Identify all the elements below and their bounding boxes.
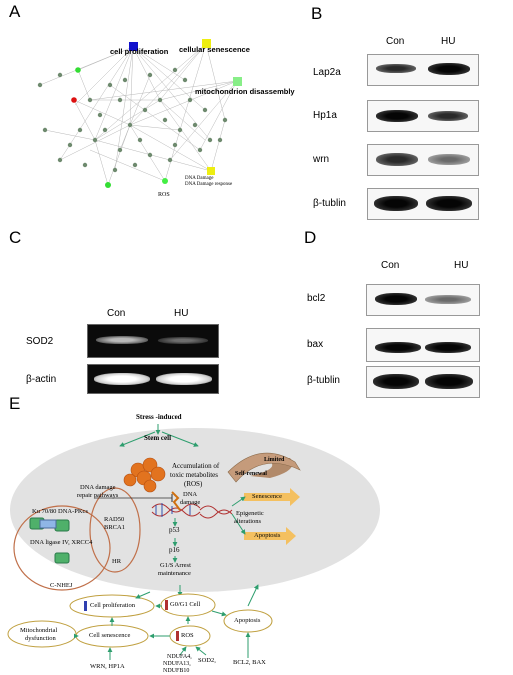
band-hu	[156, 373, 212, 385]
panel-d-row-label: β-tublin	[307, 375, 340, 386]
epigenetic-label-2: alterations	[234, 518, 262, 525]
ndufa-label-3: NDUFB10	[163, 668, 190, 674]
band-con	[94, 373, 150, 385]
accumulation-label-1: Accumulation of	[172, 462, 220, 470]
panel-c-letter: C	[9, 228, 22, 247]
epigenetic-label-1: Epigenetic	[236, 510, 264, 517]
panel-b-lane-con: Con	[386, 36, 405, 47]
panel-b-blot-lap2a	[367, 54, 479, 86]
accumulation-label-3: (ROS)	[184, 480, 203, 488]
accumulation-label-2: toxic metabolites	[170, 471, 219, 479]
panel-e-letter: E	[9, 394, 21, 413]
panel-d-letter: D	[304, 228, 317, 247]
hub-label-dna-damage-response: DNA Damage response	[185, 182, 233, 187]
panel-b-lane-hu: HU	[441, 36, 456, 47]
g0g1-node: G0/G1 Cell	[170, 601, 201, 608]
band-hu	[425, 374, 473, 389]
cell-senescence-node: Cell senescence	[89, 632, 131, 639]
limited-label: Limited	[264, 457, 285, 463]
cell-proliferation-node: Cell proliferation	[90, 602, 135, 609]
rad50-label: RAD50	[104, 516, 125, 523]
stress-induced-label: Stress -induced	[136, 413, 182, 421]
hub-label-cellular-senescence: cellular senescence	[179, 45, 250, 54]
panel-d-row-label: bax	[307, 339, 324, 350]
band-con	[376, 64, 416, 73]
pathway-diagram	[7, 424, 380, 660]
mito-label-1: Mitochondrial	[20, 627, 58, 634]
dna-damage-label-1: DNA	[183, 491, 198, 498]
bcl2-label: BCL2, BAX	[233, 659, 266, 666]
repair-label-1: DNA damage	[80, 484, 116, 491]
wrn-label: WRN, HP1A	[90, 663, 125, 670]
ndufa-label-1: NDUFA4,	[167, 654, 192, 660]
mito-label-2: dysfunction	[25, 635, 56, 642]
panel-b-row-label: wrn	[313, 154, 330, 165]
band-con	[375, 293, 417, 305]
cnhej-label: C-NHEJ	[50, 582, 73, 589]
panel-c-row-label: SOD2	[26, 336, 54, 347]
panel-d-row-label: bcl2	[307, 293, 326, 304]
panel-c-row-label: β-actin	[26, 374, 57, 385]
ndufa-label-2: NDUFA13,	[163, 661, 191, 667]
network-diagram	[37, 39, 242, 188]
panel-b-blot-wrn	[367, 144, 479, 176]
apoptosis-label: Apoptosis	[254, 532, 281, 539]
sod2-label: SOD2,	[198, 657, 216, 664]
band-hu	[428, 63, 470, 75]
apoptosis-node: Apoptosis	[234, 617, 261, 624]
panel-b-blot-tublin	[367, 188, 479, 220]
band-con	[373, 374, 419, 389]
panel-d-lane-con: Con	[381, 260, 400, 271]
repair-label-2: repair pathways	[77, 492, 119, 499]
stem-cell-label: Stem cell	[144, 434, 172, 442]
panel-b-row-label: β-tublin	[313, 198, 346, 209]
band-con	[375, 342, 421, 353]
panel-d-blot-bcl2	[366, 284, 480, 316]
panel-b-row-label: Lap2a	[313, 67, 341, 78]
hub-label-dna-damage: DNA Damage	[185, 176, 214, 181]
panel-b-row-label: Hp1a	[313, 110, 337, 121]
panel-d-lane-hu: HU	[454, 260, 469, 271]
panel-a-letter: A	[9, 2, 21, 21]
panel-c-gel-actin	[87, 364, 219, 394]
self-renewal-label: Self-renewal	[235, 471, 267, 477]
panel-b-blot-hp1a	[367, 100, 479, 132]
band-hu	[426, 196, 472, 211]
arrest-label-2: maintenance	[158, 570, 191, 577]
band-hu	[425, 342, 471, 353]
band-hu	[158, 337, 208, 344]
band-con	[376, 153, 418, 166]
hub-label-mitochondrion-disassembly: mitochondrion disassembly	[195, 87, 295, 96]
panel-c-lane-hu: HU	[174, 308, 189, 319]
hub-label-cell-proliferation: cell proliferation	[110, 47, 169, 56]
panel-d-blot-tublin	[366, 366, 480, 398]
band-hu	[425, 295, 471, 304]
band-con	[374, 196, 418, 211]
senescence-label: Senescence	[252, 493, 282, 500]
p53-label: p53	[169, 526, 180, 534]
band-con	[376, 110, 418, 122]
band-hu	[428, 111, 468, 121]
brca1-label: BRCA1	[104, 524, 125, 531]
hr-label: HR	[112, 558, 122, 565]
ligase-label: DNA ligase IV, XRCC4	[30, 539, 93, 546]
p16-label: p16	[169, 546, 180, 554]
arrest-label-1: G1/S Arrest	[160, 562, 191, 569]
panel-b-letter: B	[311, 4, 323, 23]
panel-d-blot-bax	[366, 328, 480, 362]
ros-node: ROS	[181, 632, 194, 639]
panel-c-lane-con: Con	[107, 308, 126, 319]
band-con	[96, 336, 148, 344]
dna-damage-label-2: damage	[180, 499, 201, 506]
panel-c-gel-sod2	[87, 324, 219, 358]
ku-label: Ku 70/80 DNA-PKcs	[32, 508, 88, 515]
band-hu	[428, 154, 470, 165]
hub-label-ros: ROS	[158, 192, 170, 198]
